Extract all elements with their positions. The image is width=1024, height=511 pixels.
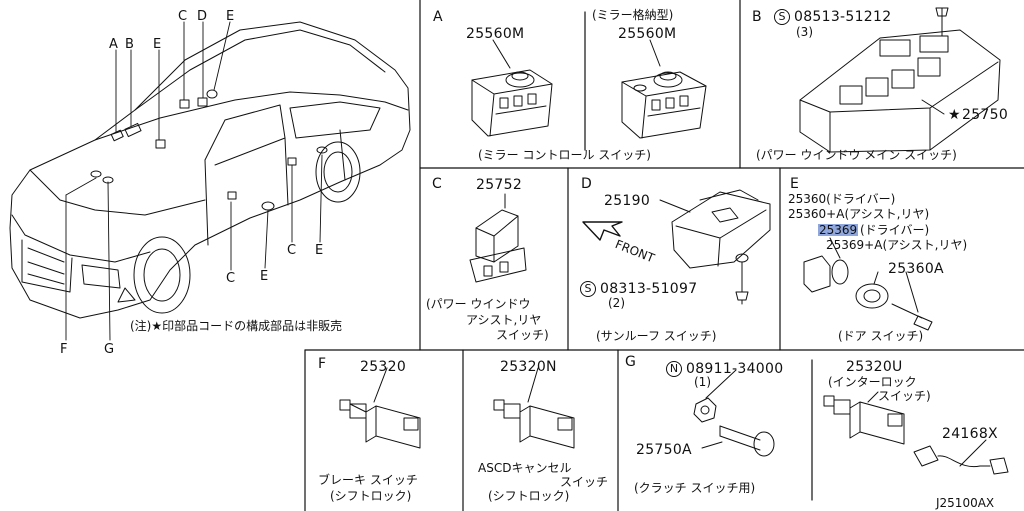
car-label-f: F bbox=[60, 342, 68, 357]
panel-g-left-caption: (クラッチ スイッチ用) bbox=[634, 481, 756, 495]
panel-g-nut-qty: (1) bbox=[694, 375, 711, 389]
panel-f-left-caption-1: ブレーキ スイッチ bbox=[318, 473, 418, 487]
panel-a-right-title: (ミラー格納型) bbox=[592, 8, 674, 22]
car-label-e-front-door: E bbox=[260, 269, 269, 284]
sunroof-switch bbox=[582, 189, 771, 305]
panel-b-letter: B bbox=[752, 9, 762, 25]
panel-f-letter: F bbox=[318, 356, 327, 372]
clutch-nut-and-bolt bbox=[693, 369, 775, 457]
panel-grid bbox=[304, 0, 1024, 511]
panel-g-switch-part-number: 25320U bbox=[846, 359, 903, 375]
panel-g-nut-part-number: 08911-34000 bbox=[686, 361, 784, 377]
car-label-c-front-door: C bbox=[226, 271, 236, 286]
panel-b-switch-part-number: 25750 bbox=[962, 107, 1009, 123]
panel-f-right-part-number: 25320N bbox=[500, 359, 557, 375]
panel-c-caption-line-2: アシスト,リヤ bbox=[466, 313, 542, 327]
panel-d-bolt-part-number: 08313-51097 bbox=[600, 281, 698, 297]
panel-b-bolt-part-number: 08513-51212 bbox=[794, 9, 892, 25]
panel-g-switch-caption-1: (インターロック bbox=[828, 375, 917, 389]
car-label-b: B bbox=[125, 37, 134, 52]
panel-f-left-part-number: 25320 bbox=[360, 359, 407, 375]
car-label-g: G bbox=[104, 342, 115, 357]
panel-e-caption: (ドア スイッチ) bbox=[838, 329, 924, 343]
panel-f-left-caption-2: (シフトロック) bbox=[330, 489, 412, 503]
panel-d-part-number: 25190 bbox=[604, 193, 651, 209]
car-illustration bbox=[9, 21, 411, 319]
car-leader-lines bbox=[65, 21, 323, 341]
panel-e-highlighted-part-number: 25369 bbox=[818, 223, 859, 237]
power-window-main-switch bbox=[799, 7, 1001, 153]
mirror-switch-left bbox=[471, 39, 553, 137]
brake-switch bbox=[339, 367, 421, 449]
power-window-assist-switch bbox=[469, 193, 527, 283]
non-sale-note: (注)★印部品コードの構成部品は非販売 bbox=[130, 319, 343, 333]
panel-b-bolt-qty: (3) bbox=[796, 25, 813, 39]
panel-e-part-a: 25360A bbox=[888, 261, 944, 277]
door-switch bbox=[803, 237, 933, 331]
panel-d-bolt-qty: (2) bbox=[608, 296, 625, 310]
panel-e-line-3-rest: (ドライバー) bbox=[860, 223, 930, 237]
panel-c-letter: C bbox=[432, 176, 442, 192]
panel-g-bolt-part-number: 25750A bbox=[636, 442, 692, 458]
panel-c-caption-line-3: スイッチ) bbox=[496, 328, 549, 342]
car-label-e-top: E bbox=[153, 37, 162, 52]
panel-g-harness-part-number: 24168X bbox=[942, 426, 998, 442]
panel-g-nut-symbol: N bbox=[666, 361, 682, 377]
panel-e-line-2: 25360+A(アシスト,リヤ) bbox=[788, 207, 930, 221]
panel-e-letter: E bbox=[790, 176, 799, 192]
panel-c-caption-line-1: (パワー ウインドウ bbox=[426, 297, 531, 311]
panel-c-part-number: 25752 bbox=[476, 177, 523, 193]
ascd-cancel-switch bbox=[493, 367, 575, 449]
panel-f-right-caption-3: (シフトロック) bbox=[488, 489, 570, 503]
panel-f-right-caption-2: スイッチ bbox=[560, 475, 609, 489]
car-label-a: A bbox=[109, 37, 118, 52]
car-label-d: D bbox=[197, 9, 208, 24]
panel-b-star: ★ bbox=[948, 107, 961, 123]
panel-a-letter: A bbox=[433, 9, 443, 25]
panel-g-switch-caption-2: スイッチ) bbox=[878, 389, 931, 403]
panel-e-line-4: 25369+A(アシスト,リヤ) bbox=[826, 238, 968, 252]
panel-a-right-part-number: 25560M bbox=[618, 26, 677, 42]
panel-f-right-caption-1: ASCDキャンセル bbox=[478, 461, 572, 475]
panel-a-left-part-number: 25560M bbox=[466, 26, 525, 42]
car-label-e-roof: E bbox=[226, 9, 235, 24]
car-label-e-rear-door: E bbox=[315, 243, 324, 258]
mirror-switch-right bbox=[621, 39, 707, 139]
panel-b-bolt-symbol: S bbox=[774, 9, 790, 25]
drawing-code: J25100AX bbox=[936, 496, 995, 510]
panel-g-letter: G bbox=[625, 354, 636, 370]
panel-a-caption: (ミラー コントロール スイッチ) bbox=[478, 148, 651, 162]
panel-d-bolt-symbol: S bbox=[580, 281, 596, 297]
car-label-c-rear-door: C bbox=[287, 243, 297, 258]
panel-b-caption: (パワー ウインドウ メイン スイッチ) bbox=[756, 148, 957, 162]
panel-e-line-1: 25360(ドライバー) bbox=[788, 192, 896, 206]
interlock-switch bbox=[823, 391, 1009, 475]
car-label-c-top: C bbox=[178, 9, 188, 24]
panel-d-caption: (サンルーフ スイッチ) bbox=[596, 329, 717, 343]
panel-d-letter: D bbox=[581, 176, 592, 192]
